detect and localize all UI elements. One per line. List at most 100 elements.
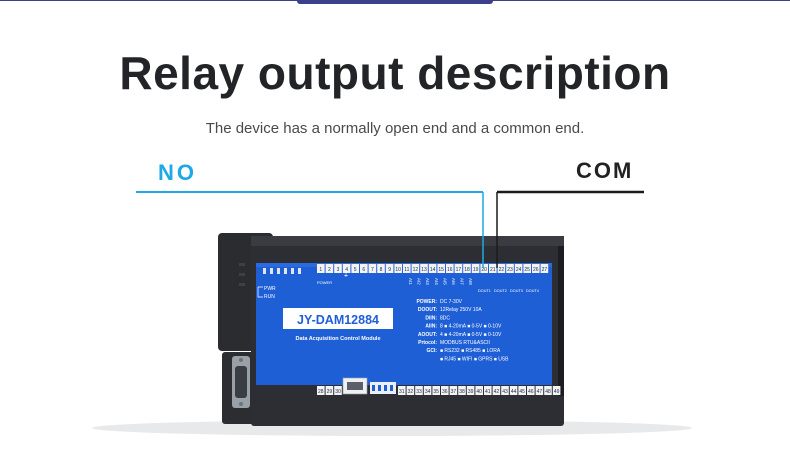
top-terminal-slot [523, 264, 531, 273]
bottom-terminal-number: 45 [519, 389, 525, 395]
module-name: Data Acquisition Control Module [295, 336, 380, 342]
spec-key: POWER: [416, 299, 437, 305]
bottom-terminal-number: 46 [528, 389, 534, 395]
bottom-terminal-slot [423, 386, 432, 395]
ai-label: AI5 [442, 278, 447, 285]
bottom-terminal-number: 40 [476, 389, 482, 395]
top-terminal-number: 13 [421, 267, 427, 273]
top-terminal-number: 27 [542, 267, 548, 273]
spec-value: 12Relay 250V 10A [440, 307, 482, 313]
bottom-terminal-slot [415, 386, 423, 395]
bottom-terminal-slot [501, 386, 509, 395]
top-terminal-number: 15 [438, 267, 444, 273]
top-terminal-slot [411, 264, 420, 273]
top-terminal-slot [428, 264, 437, 273]
bottom-terminal-number: 28 [318, 389, 324, 395]
bottom-terminal-number: 36 [442, 389, 448, 395]
spec-key: Prtocol: [418, 340, 437, 346]
ai-label: AI3 [425, 278, 430, 285]
bottom-terminal-number: 48 [545, 389, 551, 395]
top-terminal-number: 8 [380, 267, 383, 273]
spec-key: DIIN: [425, 315, 437, 321]
rs232-connector [232, 356, 250, 408]
top-terminal-slot [394, 264, 402, 273]
spec-key: DOOUT: [418, 307, 438, 313]
top-terminal-slot [325, 264, 334, 273]
top-terminal-number: 21 [490, 267, 496, 273]
relay-output-label: DOUT3 [510, 289, 523, 293]
top-terminal-slot [437, 264, 445, 273]
com-callout-line [496, 190, 644, 268]
top-terminal-number: 7 [371, 267, 374, 273]
top-terminal-slot [454, 264, 463, 273]
top-terminal-slot [360, 264, 368, 273]
run-led-label: RUN [264, 294, 275, 300]
bottom-terminal-slot [484, 386, 492, 395]
pwr-led-label: PWR [264, 286, 276, 292]
top-terminal-number: 24 [516, 267, 522, 273]
bottom-terminal-number: 43 [502, 389, 508, 395]
bottom-terminal-slot [325, 386, 334, 395]
bottom-terminal-number: 33 [416, 389, 422, 395]
bottom-terminal-number: 29 [327, 389, 333, 395]
com-callout-label: COM [576, 158, 634, 183]
spec-key: AIIN: [425, 324, 437, 330]
top-terminal-number: 6 [362, 267, 365, 273]
bottom-terminal-number: 47 [537, 389, 543, 395]
top-terminal-slot [471, 264, 480, 273]
top-terminal-number: 2 [328, 267, 331, 273]
top-terminal-slot [334, 264, 342, 273]
top-accent-tab [297, 0, 493, 4]
top-terminal-slot [489, 264, 497, 273]
spec-value: 8DC [440, 315, 450, 321]
bottom-terminal-slot [475, 386, 483, 395]
ai-label: AI7 [460, 278, 465, 285]
relay-output-label: DOUT4 [526, 289, 539, 293]
bottom-terminal-slot [518, 386, 526, 395]
bottom-terminal-number: 39 [468, 389, 474, 395]
top-terminal-slot [463, 264, 471, 273]
top-terminal-number: 20 [481, 267, 487, 273]
ground-icon: ⏚ [343, 272, 349, 279]
top-terminal-number: 12 [413, 267, 419, 273]
top-terminal-slot [385, 264, 394, 273]
spec-value: 8 ■ 4-20mA ■ 0-5V ■ 0-10V [440, 324, 502, 330]
ai-label: AI8 [468, 278, 473, 285]
top-terminal-number: 4 [345, 267, 348, 273]
bottom-terminal-number: 32 [408, 389, 414, 395]
top-terminal-slot [532, 264, 540, 273]
bottom-terminal-slot [492, 386, 501, 395]
bottom-terminal-slot [317, 386, 325, 395]
spec-value: MODBUS RTU&ASCII [440, 340, 490, 346]
bottom-terminal-number: 38 [459, 389, 465, 395]
bottom-terminal-number: 34 [425, 389, 431, 395]
bottom-terminal-number: 49 [554, 389, 560, 395]
bottom-terminal-slot [544, 386, 552, 395]
spec-key: GCI: [426, 348, 437, 354]
bottom-terminal-slot [406, 386, 415, 395]
bottom-terminal-slot [552, 386, 561, 395]
ai-label: AI6 [451, 278, 456, 285]
top-terminal-number: 14 [430, 267, 436, 273]
bottom-terminal-slot [527, 386, 535, 395]
status-led-group: PWR RUN [239, 263, 276, 300]
top-terminal-slot [317, 264, 325, 273]
power-terminal-label: POWER [317, 280, 332, 285]
spec-key: AOOUT: [418, 332, 438, 338]
top-terminal-slot [368, 264, 377, 273]
top-terminal-slot [540, 264, 549, 273]
bottom-terminal-number: 30 [335, 389, 341, 395]
spec-value: ■ RS232 ■ RS485 ■ LORA [440, 348, 501, 354]
top-terminal-number: 17 [456, 267, 462, 273]
ai-label: AI4 [434, 278, 439, 285]
relay-output-label: DOUT1 [478, 289, 491, 293]
ai-label: AI2 [417, 278, 422, 285]
bottom-terminal-slot [441, 386, 449, 395]
bottom-terminal-number: 31 [399, 389, 405, 395]
top-terminal-number: 26 [533, 267, 539, 273]
